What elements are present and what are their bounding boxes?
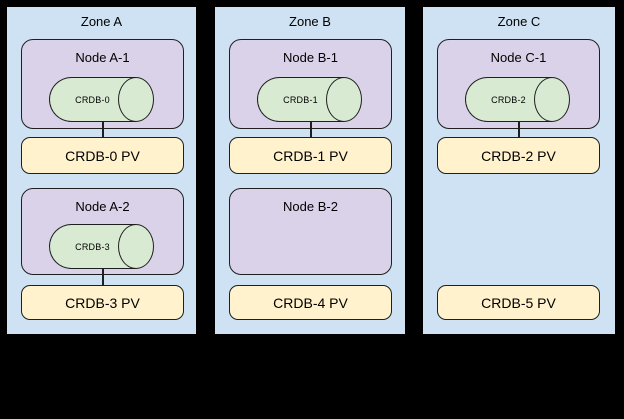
- pod-label: CRDB-0: [75, 94, 110, 105]
- pv-crdb-1: CRDB-1 PV: [229, 137, 392, 174]
- pod-label: CRDB-1: [283, 94, 318, 105]
- pod-cylinder-crdb-3: CRDB-3: [49, 224, 154, 269]
- node-label: Node A-1: [75, 50, 130, 65]
- zone-c: Zone C Node C-1 CRDB-2 CRDB-2 PV CRDB-5 …: [421, 5, 617, 336]
- pv-crdb-5: CRDB-5 PV: [437, 285, 600, 320]
- pod-label: CRDB-3: [75, 241, 110, 252]
- node-c1: Node C-1 CRDB-2: [437, 39, 600, 129]
- node-a1: Node A-1 CRDB-0: [21, 39, 184, 129]
- node-b1: Node B-1 CRDB-1: [229, 39, 392, 129]
- pv-crdb-0: CRDB-0 PV: [21, 137, 184, 174]
- node-label: Node B-1: [283, 50, 338, 65]
- pv-label: CRDB-2 PV: [481, 147, 556, 164]
- pod-cylinder-crdb-1: CRDB-1: [257, 77, 362, 122]
- pv-crdb-2: CRDB-2 PV: [437, 137, 600, 174]
- cylinder-cap: [534, 77, 570, 122]
- connector-line: [102, 122, 104, 138]
- connector-line: [310, 122, 312, 138]
- zone-label: Zone A: [80, 14, 123, 29]
- pv-crdb-4: CRDB-4 PV: [229, 285, 392, 320]
- node-a2: Node A-2 CRDB-3: [21, 188, 184, 275]
- zone-label: Zone B: [289, 14, 331, 29]
- pv-label: CRDB-0 PV: [65, 147, 140, 164]
- pv-crdb-3: CRDB-3 PV: [21, 285, 184, 320]
- node-label: Node A-2: [75, 199, 130, 214]
- pv-label: CRDB-5 PV: [481, 294, 556, 311]
- pod-label: CRDB-2: [491, 94, 526, 105]
- connector-line: [518, 122, 520, 138]
- cylinder-cap: [118, 77, 154, 122]
- zone-b: Zone B Node B-1 CRDB-1 CRDB-1 PV Node B-…: [213, 5, 407, 336]
- pv-label: CRDB-3 PV: [65, 294, 140, 311]
- node-b2-empty: Node B-2: [229, 188, 392, 275]
- cylinder-cap: [326, 77, 362, 122]
- zone-a: Zone A Node A-1 CRDB-0 CRDB-0 PV Node A-…: [5, 5, 198, 336]
- pod-cylinder-crdb-0: CRDB-0: [49, 77, 154, 122]
- node-label: Node C-1: [490, 50, 547, 65]
- pv-label: CRDB-1 PV: [273, 147, 348, 164]
- zone-label: Zone C: [497, 14, 541, 29]
- pod-cylinder-crdb-2: CRDB-2: [465, 77, 570, 122]
- pv-label: CRDB-4 PV: [273, 294, 348, 311]
- connector-line: [102, 269, 104, 286]
- node-label: Node B-2: [283, 199, 338, 214]
- cylinder-cap: [118, 224, 154, 269]
